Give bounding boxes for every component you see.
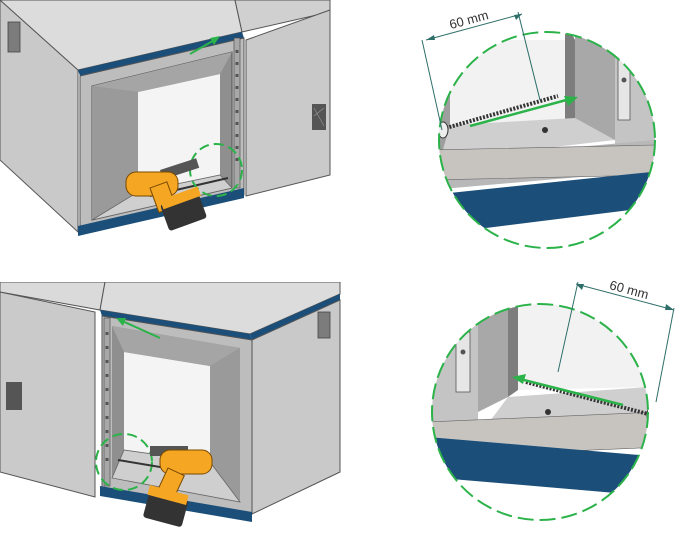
step2-detail-drawing: 60 mm [431, 277, 675, 521]
insertion-arrow [469, 97, 571, 128]
hinge-plate [317, 311, 331, 339]
step2-cabinet-drawing [0, 281, 341, 527]
step1-detail-drawing: 60 mm [421, 7, 656, 249]
step1-cabinet-drawing [0, 0, 331, 236]
door-vent [6, 382, 22, 410]
hinge-plate [7, 21, 21, 53]
step1-cabinet-view [0, 0, 340, 240]
bottom-trim [432, 437, 648, 497]
cordless-drill-icon [143, 446, 213, 527]
detail-magnifier-circle [95, 433, 153, 491]
detail-magnifier-circle [438, 31, 656, 249]
top-trim [78, 32, 244, 76]
dimension-indicator: 60 mm [557, 277, 675, 403]
insertion-arrow [119, 319, 161, 339]
step1-detail-view: 60 mm [410, 0, 677, 265]
top-trim [100, 310, 252, 340]
step2-detail-view: 60 mm [408, 272, 677, 532]
cordless-drill-icon [125, 158, 207, 231]
detail-magnifier-circle [431, 303, 649, 521]
bottom-trim [439, 170, 655, 235]
step2-cabinet-view [0, 281, 350, 532]
insertion-arrow [519, 377, 624, 407]
